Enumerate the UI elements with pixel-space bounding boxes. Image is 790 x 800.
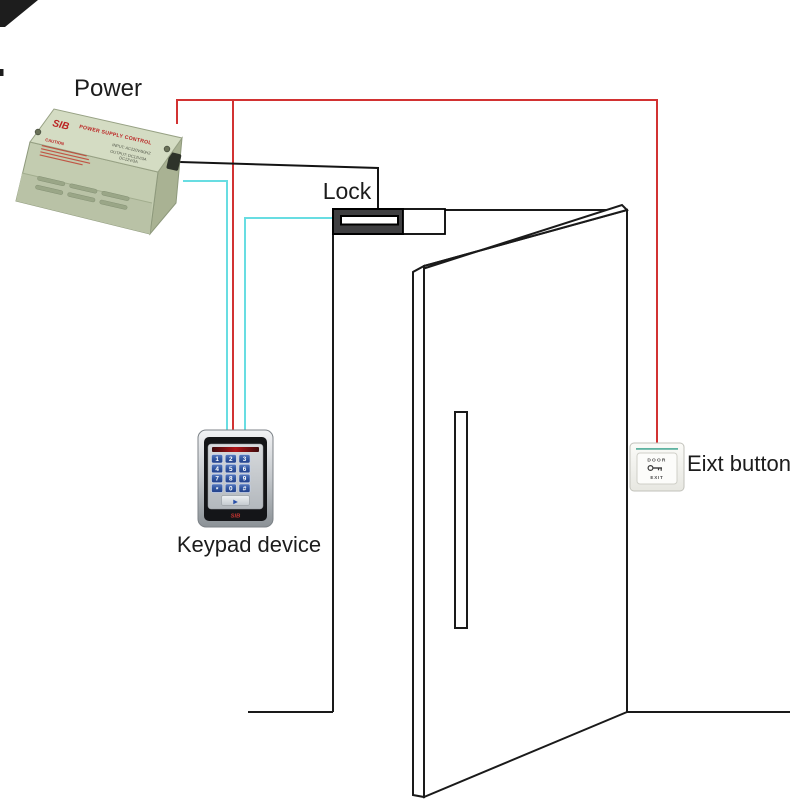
key-5 [224,463,237,474]
key-5-label: 5 [229,466,233,473]
door-side-edge [412,264,425,799]
key-6-label: 6 [243,466,247,473]
power-supply-socket [166,152,182,171]
lock-armature-plate [402,208,446,235]
wire-lock-to-keypad-signal [244,217,333,431]
keypad-led-strip [212,447,259,452]
key-7 [211,473,224,484]
power-supply-top-face [29,108,183,173]
key-1-label: 1 [215,456,219,463]
key-3-label: 3 [243,456,247,463]
key-3 [238,454,251,464]
power-supply-fineprint-lines [39,145,91,166]
key-8 [224,473,237,484]
key-hash-label: # [243,486,247,493]
key-icon [647,465,662,472]
exit-button-accent-line [636,448,678,450]
key-9-label: 9 [243,476,247,483]
key-4-label: 4 [215,466,219,473]
power-supply-vents [35,176,130,210]
key-7-label: 7 [215,476,219,483]
screw-icon [34,128,42,136]
key-star-label: * [216,487,219,494]
key-0-label: 0 [229,486,233,493]
key-2 [224,454,237,464]
key-6 [238,463,251,474]
keypad-function-key [221,495,250,506]
power-supply-unit: SIB POWER SUPPLY CONTROL CAUTION INPUT: … [15,108,183,236]
key-star [211,483,224,493]
label-keypad: Keypad device [177,532,321,557]
key-1 [211,454,224,464]
keypad-device: 1 2 3 4 5 6 7 8 9 * 0 # ▶ SIB [197,429,274,528]
key-2-label: 2 [229,456,233,463]
label-lock: Lock [323,178,372,204]
magnetic-lock [332,208,446,235]
arrow-icon: ▶ [233,499,238,505]
exit-button-device: DOOR EXIT [629,442,685,492]
door [412,203,629,799]
door-handle-slot [454,411,468,629]
label-power: Power [74,75,142,102]
power-supply-spec-output2: DC12V/3A [119,155,139,164]
watermark-artifact-edge [0,69,4,76]
key-0 [224,483,237,493]
power-supply-caution: CAUTION [45,137,65,146]
power-supply-brand: SIB [51,118,70,132]
watermark-artifact [0,0,38,27]
screw-icon [163,145,171,153]
key-4 [211,463,224,474]
wiring [176,99,658,443]
keypad-keys: 1 2 3 4 5 6 7 8 9 * 0 # [211,454,251,494]
exit-button-exit-text: EXIT [650,475,663,480]
lock-slot [340,215,399,226]
wire-power-to-lock-black [179,161,379,210]
label-exit-button: Eixt button [687,451,790,476]
key-9 [238,473,251,484]
key-8-label: 8 [229,476,233,483]
key-hash [238,483,251,493]
door-frame [248,209,790,713]
exit-button-door-text: DOOR [647,458,666,464]
wire-power-to-keypad-signal [183,180,228,431]
wire-power-to-exit-button [176,99,658,443]
keypad-brand: SIB [231,514,241,520]
